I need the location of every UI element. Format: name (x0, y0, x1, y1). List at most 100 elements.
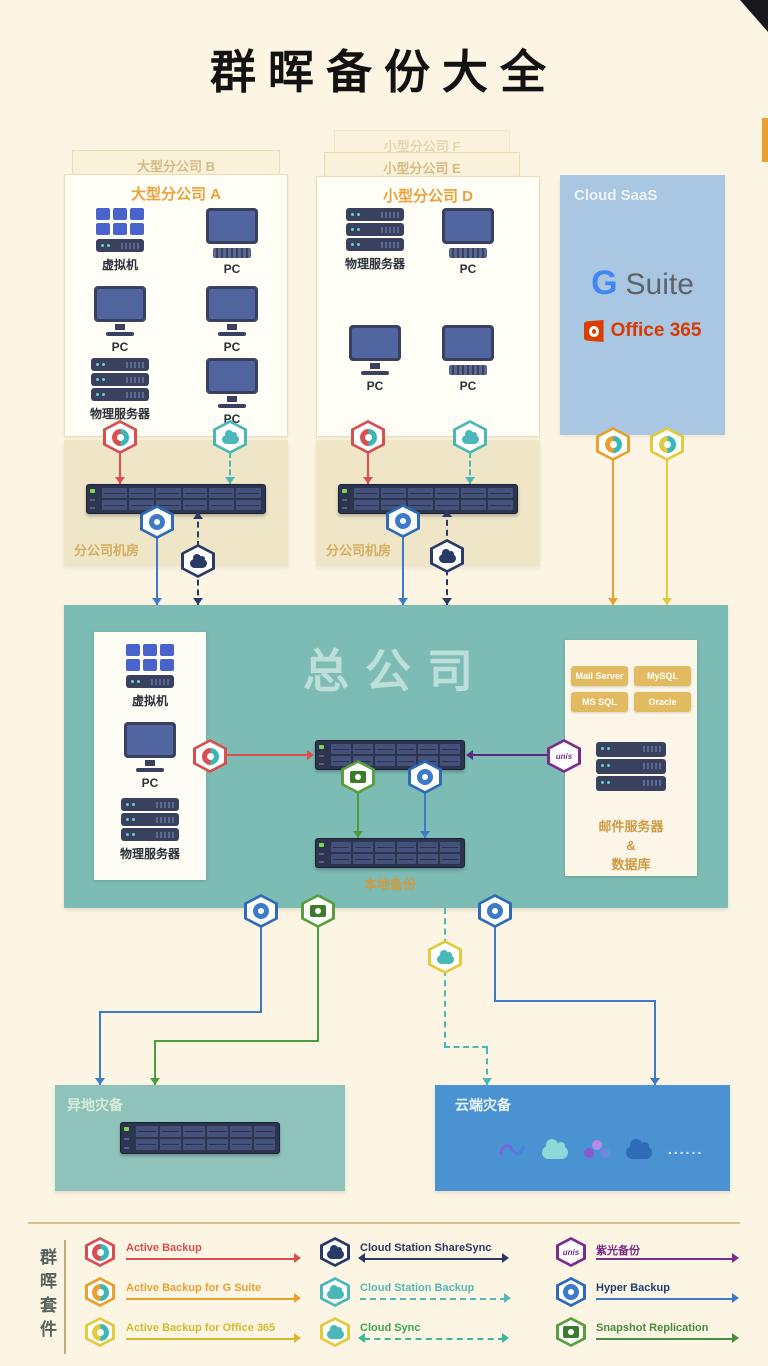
cloud-station-backup-icon (213, 420, 247, 454)
flow-arrow (115, 477, 125, 484)
monitor-stand (115, 324, 125, 330)
branch-back-title: 小型分公司 E (383, 161, 461, 176)
flow-arrow (398, 598, 408, 605)
server-device: 物理服务器 (100, 798, 200, 862)
branch-nas-middle (338, 484, 518, 514)
flow-arrow (353, 831, 363, 838)
db-caption-line: & (626, 837, 636, 853)
legend-arrow (294, 1253, 301, 1263)
flow-line (317, 908, 319, 1042)
legend-ab-office365-icon (85, 1317, 115, 1347)
office-text: Office 365 (610, 320, 702, 341)
device-label: 物理服务器 (119, 847, 180, 861)
legend-line (126, 1338, 296, 1340)
legend-active-backup-icon (85, 1237, 115, 1267)
flow-line (444, 908, 446, 1048)
vm-host-icon (96, 239, 144, 252)
flow-line (229, 452, 231, 484)
cloud-provider-circles-icon (584, 1140, 610, 1158)
db-badge: Mail Server (571, 666, 628, 686)
monitor-base (106, 332, 134, 336)
flow-arrow (650, 1078, 660, 1085)
cloud-provider-cloud-icon (542, 1138, 568, 1159)
server-stack-icon (596, 742, 666, 791)
nas-drive-bays (354, 488, 513, 510)
monitor-icon (206, 286, 258, 322)
legend-side-title: 群晖套件 (37, 1248, 56, 1344)
pc-device: PC (325, 325, 425, 393)
nas-panel (90, 488, 99, 510)
legend-cloud-station-backup-icon (320, 1277, 350, 1307)
vm-device: 虚拟机 (70, 208, 170, 273)
flow-line (226, 754, 310, 756)
flow-line (424, 792, 426, 838)
device-label: 物理服务器 (89, 407, 150, 421)
flow-line (367, 452, 369, 484)
device-label: PC (366, 379, 384, 393)
office-icon (583, 320, 604, 342)
pc-device: PC (418, 325, 518, 393)
branch-title: 大型分公司 A (130, 186, 221, 203)
cloud-saas-title: Cloud SaaS (574, 187, 658, 204)
monitor-stand (227, 324, 237, 330)
cloud-provider-cloud2-icon (626, 1138, 652, 1159)
legend-arrow (358, 1253, 365, 1263)
db-badge: MS SQL (571, 692, 628, 712)
monitor-base (218, 404, 246, 408)
flow-arrow (465, 477, 475, 484)
hyper-backup-icon (140, 505, 174, 539)
flow-line (357, 792, 359, 838)
server-stack-icon (91, 358, 149, 401)
device-label: PC (459, 379, 477, 393)
nas-panel (319, 744, 328, 766)
flow-line (486, 1048, 488, 1085)
branch-back-title: 大型分公司 B (136, 159, 215, 174)
active-backup-icon (103, 420, 137, 454)
legend-arrow (294, 1333, 301, 1343)
hyper-backup-icon (386, 504, 420, 538)
cloud-station-backup-icon (453, 420, 487, 454)
flow-arrow (95, 1078, 105, 1085)
legend-label: Active Backup (126, 1242, 202, 1254)
page-title: 群晖备份大全 (210, 46, 558, 98)
office365-logo: Office 365 (560, 320, 725, 342)
db-caption: 邮件服务器 & 数据库 (565, 818, 697, 875)
vm-device: 虚拟机 (100, 644, 200, 709)
legend-sharesync-icon (320, 1237, 350, 1267)
cloud-station-sharesync-icon (181, 544, 215, 578)
db-badges: Mail Server MySQL MS SQL Oracle (571, 666, 691, 712)
db-badge: MySQL (634, 666, 691, 686)
cloud-provider-icons: ...... (498, 1132, 703, 1166)
legend-label: Hyper Backup (596, 1282, 670, 1294)
legend-arrow (732, 1253, 739, 1263)
headquarters-title: 总公司 (303, 645, 489, 697)
legend-label: Snapshot Replication (596, 1322, 709, 1334)
server-device: 物理服务器 (70, 358, 170, 422)
flow-arrow (466, 750, 473, 760)
legend-snapshot-icon (556, 1317, 586, 1347)
legend-line (596, 1258, 734, 1260)
monitor-stand (227, 396, 237, 402)
server-stack-icon (121, 798, 179, 841)
pc-device: PC (70, 286, 170, 354)
hyper-backup-icon (478, 894, 512, 928)
cloud-sync-icon (428, 940, 462, 974)
pc-device: PC (182, 286, 282, 354)
legend-cloud-sync-icon (320, 1317, 350, 1347)
hq-nas-secondary (315, 838, 465, 868)
device-label: PC (141, 776, 159, 790)
page-curl-icon (740, 0, 768, 32)
legend-label: Active Backup for Office 365 (126, 1322, 276, 1334)
flow-arrow (307, 750, 314, 760)
offsite-nas (120, 1122, 280, 1154)
nas-drive-bays (102, 488, 261, 510)
vm-host-icon (126, 675, 174, 688)
branch-back-title: 小型分公司 F (383, 139, 461, 154)
more-providers-dots: ...... (668, 1141, 704, 1157)
cloud-dr-box (435, 1085, 730, 1191)
nas-drive-bays (331, 744, 460, 766)
flow-arrow (420, 831, 430, 838)
flow-arrow (193, 598, 203, 605)
legend-label: Cloud Station ShareSync (360, 1242, 492, 1254)
keyboard-icon (449, 365, 487, 375)
